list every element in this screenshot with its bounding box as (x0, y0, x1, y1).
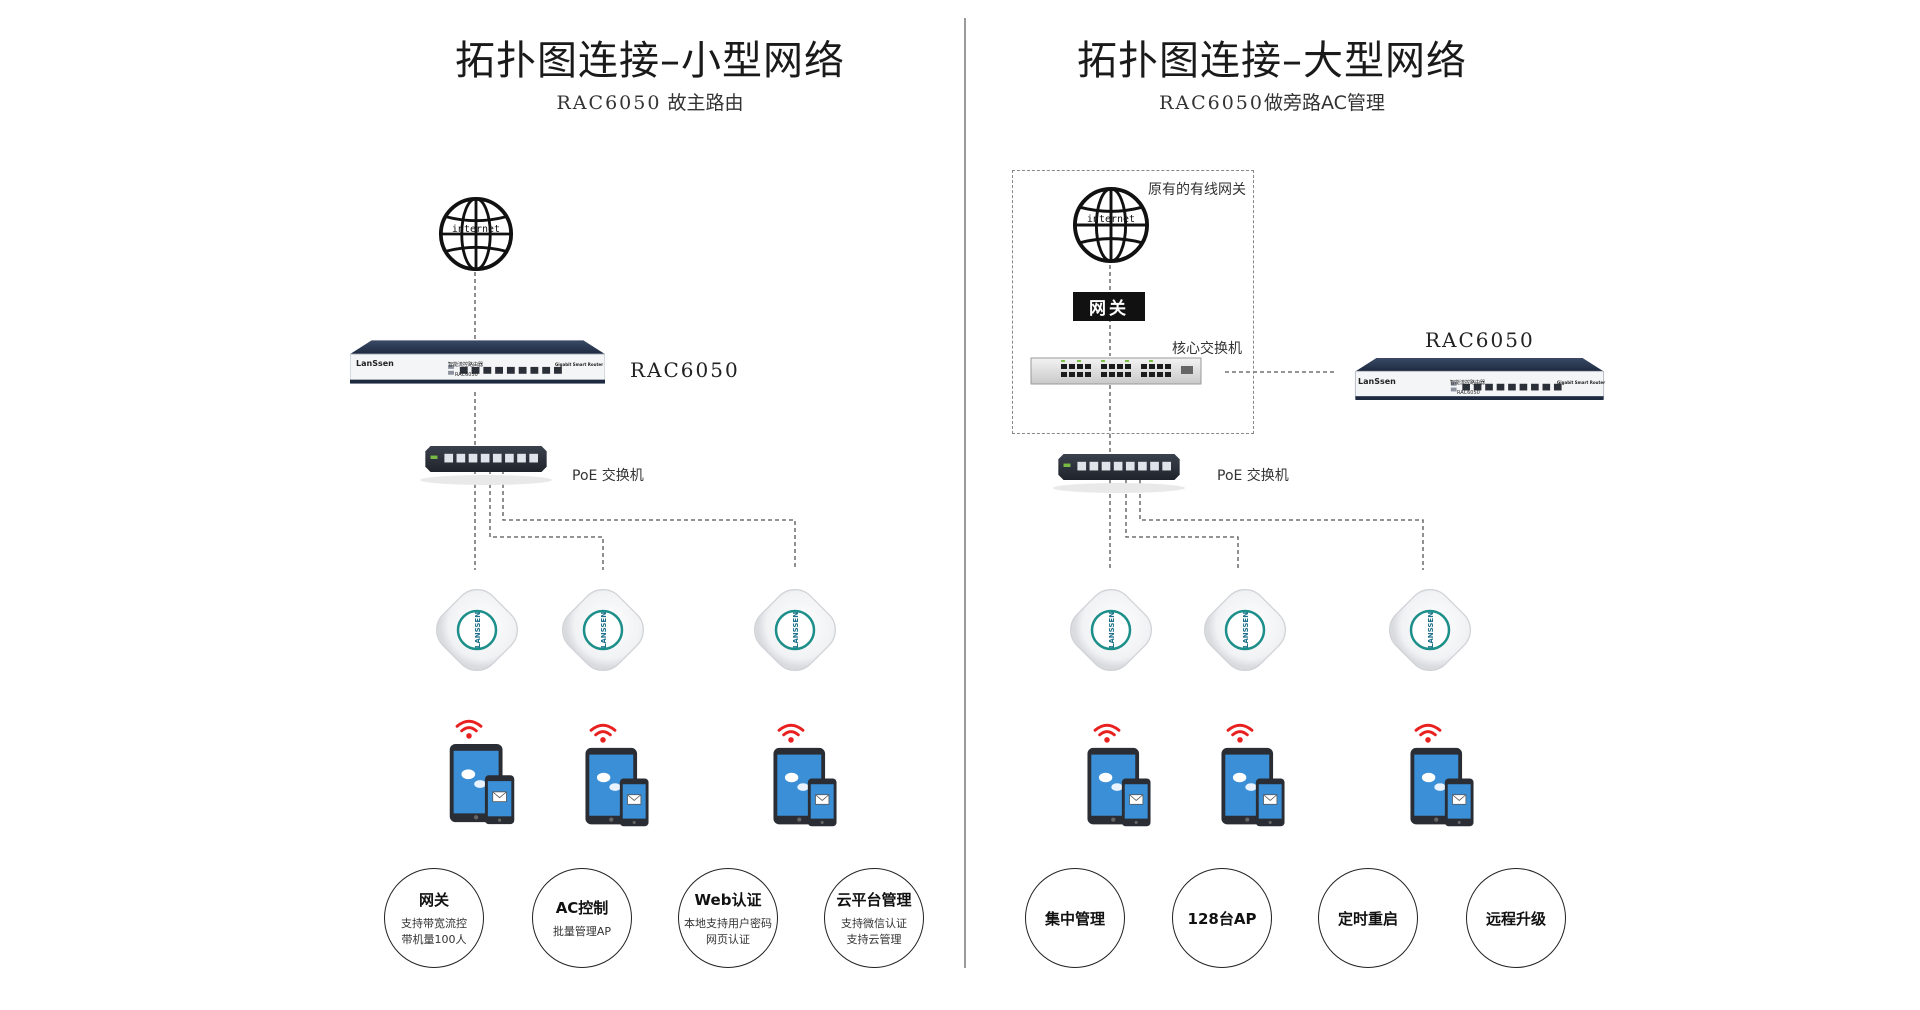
center-divider (964, 18, 966, 968)
gateway-badge: 网关 (1073, 292, 1145, 321)
feature-remote-upgrade: 远程升级 (1466, 868, 1566, 968)
tablet-icon (772, 747, 838, 827)
subtitle-desc: 故主路由 (667, 92, 744, 114)
core-switch-label: 核心交换机 (1172, 341, 1242, 357)
feature-web-auth: Web认证 本地支持用户密码 网页认证 (678, 868, 778, 968)
router-model-label: RAC6050 (1425, 328, 1535, 352)
existing-gateway-box (1012, 170, 1254, 434)
poe-switch-label: PoE 交换机 (1217, 468, 1289, 484)
feature-title: AC控制 (555, 898, 609, 917)
ap-logo-text: LANSSEN (792, 612, 800, 648)
router-brand: LanSsen (356, 359, 394, 368)
feature-desc-line: 批量管理AP (552, 924, 612, 938)
wifi-icon (777, 723, 805, 744)
ap-logo-text: LANSSEN (1242, 612, 1250, 648)
tablet-icon (1409, 747, 1475, 827)
ap-logo-text: LANSSEN (474, 612, 482, 648)
router-model-label: RAC6050 (630, 358, 740, 382)
wifi-icon (455, 719, 483, 740)
feature-gateway: 网关 支持带宽流控 带机量100人 (384, 868, 484, 968)
right-subtitle: RAC6050做旁路AC管理 (1022, 88, 1522, 115)
tablet-icon (449, 743, 515, 825)
feature-desc-line: 支持云管理 (846, 932, 902, 946)
subtitle-model: RAC6050 (1159, 92, 1264, 114)
ap-logo-text: LANSSEN (1427, 612, 1435, 648)
feature-title: Web认证 (694, 890, 762, 909)
router-text-model: RAC6050 (455, 372, 478, 378)
switch-icon (425, 446, 547, 472)
switch-icon (1058, 454, 1180, 480)
router-text-right: Gigabit Smart Router (555, 362, 603, 367)
left-title: 拓扑图连接–小型网络 (455, 38, 845, 84)
feature-title: 网关 (418, 890, 449, 909)
feature-desc-line: 带机量100人 (401, 932, 467, 946)
left-subtitle: RAC6050 故主路由 (400, 88, 900, 115)
right-title: 拓扑图连接–大型网络 (1077, 38, 1467, 84)
wifi-icon (1093, 723, 1121, 744)
feature-title: 集中管理 (1044, 909, 1105, 928)
poe-switch-label: PoE 交换机 (572, 468, 644, 484)
router-text-model: RAC6050 (1457, 390, 1480, 396)
right-links (1109, 265, 1424, 570)
existing-gateway-label: 原有的有线网关 (1148, 182, 1246, 198)
feature-128-ap: 128台AP (1172, 868, 1272, 968)
tablet-icon (584, 747, 650, 827)
router-text-mid: 智能流控路由器 (448, 361, 483, 368)
feature-cloud-management: 云平台管理 支持微信认证 支持云管理 (824, 868, 924, 968)
left-links (474, 272, 796, 570)
internet-label: internet (1087, 214, 1135, 225)
feature-desc-line: 网页认证 (706, 932, 750, 946)
tablet-icon (1086, 747, 1152, 827)
feature-scheduled-reboot: 定时重启 (1318, 868, 1418, 968)
feature-desc-line: 支持带宽流控 (401, 916, 467, 930)
wifi-icon (1226, 723, 1254, 744)
feature-centralized-management: 集中管理 (1025, 868, 1125, 968)
feature-title: 远程升级 (1485, 909, 1546, 928)
subtitle-model: RAC6050 (556, 92, 662, 114)
internet-label: internet (452, 224, 500, 235)
ap-logo-text: LANSSEN (600, 612, 608, 648)
feature-ac-control: AC控制 批量管理AP (532, 868, 632, 968)
wifi-icon (589, 723, 617, 744)
feature-title: 定时重启 (1337, 909, 1398, 928)
feature-desc: 批量管理AP (553, 924, 611, 940)
feature-desc: 支持带宽流控 带机量100人 (401, 916, 467, 948)
router-text-right: Gigabit Smart Router (1557, 380, 1605, 385)
feature-desc: 支持微信认证 支持云管理 (841, 916, 907, 948)
ap-logo-text: LANSSEN (1108, 612, 1116, 648)
feature-desc: 本地支持用户密码 网页认证 (684, 916, 772, 948)
feature-desc-line: 本地支持用户密码 (684, 916, 772, 930)
feature-title: 128台AP (1187, 909, 1257, 928)
feature-title: 云平台管理 (836, 890, 912, 909)
subtitle-desc: 做旁路AC管理 (1263, 92, 1385, 114)
router-text-mid: 智能流控路由器 (1450, 379, 1485, 386)
router-brand: LanSsen (1358, 377, 1396, 386)
tablet-icon (1220, 747, 1286, 827)
wifi-icon (1414, 723, 1442, 744)
feature-desc-line: 支持微信认证 (841, 916, 907, 930)
